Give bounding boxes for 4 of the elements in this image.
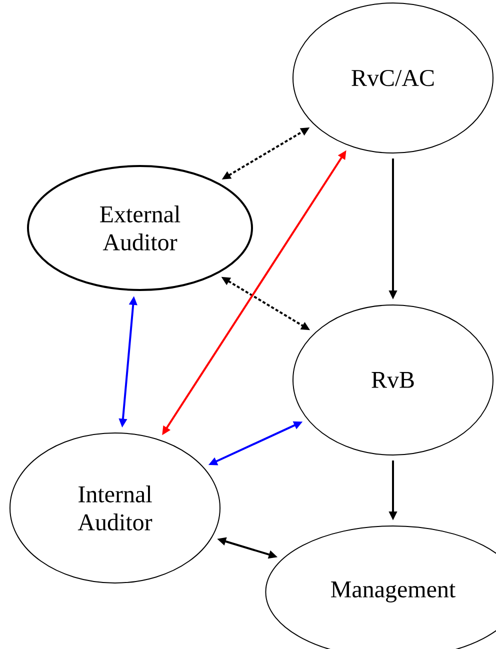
ellipse-node: RvC/AC [292,2,494,154]
ellipse-node: Internal Auditor [10,432,220,584]
ellipse-node: External Auditor [27,165,253,291]
ellipse-node: RvB [292,304,494,456]
